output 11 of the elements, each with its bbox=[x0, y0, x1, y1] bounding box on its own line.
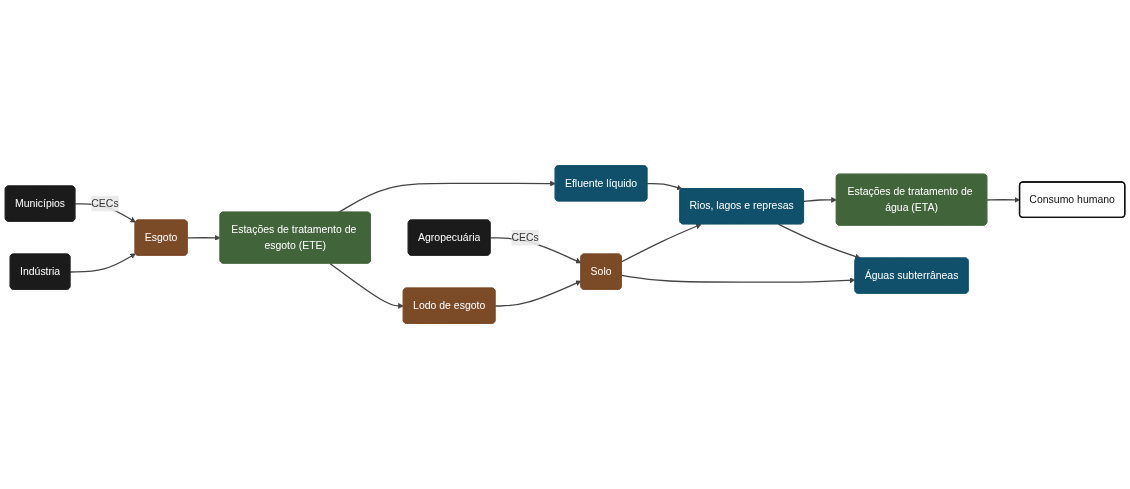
arrow bbox=[621, 274, 856, 284]
arrow bbox=[494, 280, 582, 307]
arrow bbox=[329, 262, 404, 309]
arrow bbox=[646, 182, 683, 191]
arrow bbox=[777, 223, 861, 260]
edge-label: CECs bbox=[91, 197, 119, 209]
arrow bbox=[803, 197, 837, 203]
edge-label: CECs bbox=[511, 231, 539, 243]
arrow bbox=[621, 223, 702, 263]
arrow bbox=[69, 253, 136, 273]
arrow bbox=[186, 234, 221, 241]
